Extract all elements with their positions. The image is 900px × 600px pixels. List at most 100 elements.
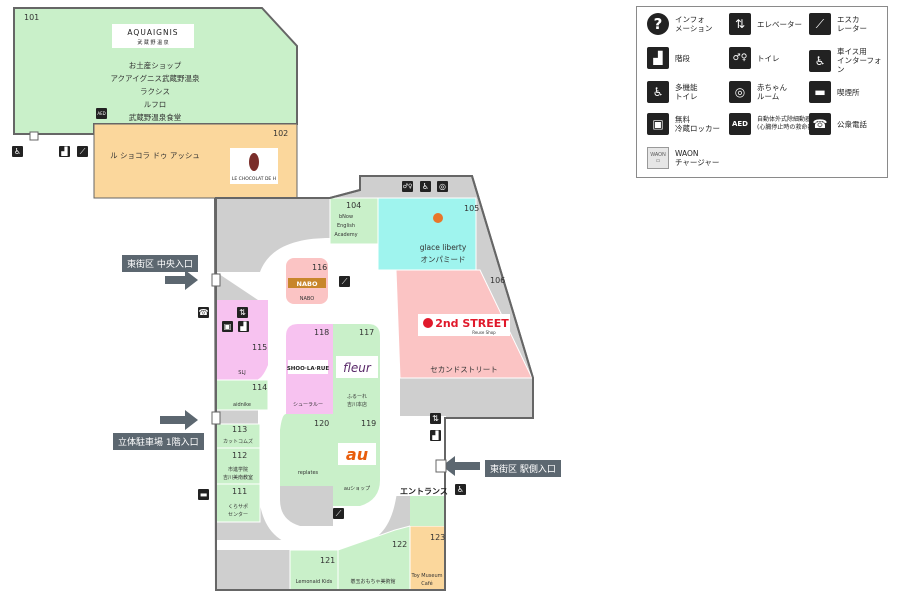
- stairs-icon: ▟: [647, 47, 669, 69]
- floor-map-svg: AQUAIGNIS 武 蔵 野 温 泉 LE CHOCOLAT DE H NAB…: [13, 7, 534, 591]
- legend-item-info: ? インフォ メーション: [647, 13, 712, 35]
- smoking-icon: ▬: [809, 81, 831, 103]
- store-111[interactable]: [215, 483, 261, 523]
- station-entrance-arrow: [442, 456, 480, 476]
- store-number: 105: [464, 204, 479, 213]
- store-name: ルフロ: [144, 100, 167, 109]
- entrance-label-parking[interactable]: 立体駐車場 1階入口: [113, 433, 204, 450]
- store-120[interactable]: [280, 414, 333, 486]
- svg-text:武 蔵 野 温 泉: 武 蔵 野 温 泉: [137, 39, 168, 46]
- entrance-area: [410, 496, 445, 526]
- store-name: 吉川美南教室: [223, 474, 253, 481]
- svg-text:Reuse Shop: Reuse Shop: [472, 330, 496, 335]
- legend-item-smoking: ▬ 喫煙所: [809, 81, 860, 103]
- store-name: SLJ: [238, 370, 245, 376]
- store-number: 104: [346, 201, 361, 210]
- baby-room-icon: ◎: [729, 81, 751, 103]
- legend-item-toilet: ♂♀ トイレ: [729, 47, 780, 69]
- legend-item-elevator: ⇅ エレベーター: [729, 13, 802, 35]
- store-105[interactable]: [377, 197, 477, 271]
- legend-item-aed: AED 自動体外式除細動器 (心臓停止時の救命器具): [729, 113, 822, 135]
- store-name: シューラルー: [293, 402, 323, 408]
- store-name: ふるーれ: [347, 394, 367, 400]
- stairs-icon: ▟: [430, 430, 441, 441]
- store-number: 116: [312, 263, 327, 272]
- store-number: 120: [314, 419, 329, 428]
- store-name: Lemonaid Kids: [296, 579, 333, 585]
- legend-item-stairs: ▟ 階段: [647, 47, 690, 69]
- au-logo: [338, 443, 376, 465]
- store-name: セカンドストリート: [430, 365, 498, 374]
- legend-panel: ? インフォ メーション ⇅ エレベーター ⟋ エスカ レーター ▟ 階段 ♂♀…: [636, 6, 888, 178]
- aed-icon: AED: [729, 113, 751, 135]
- toilet-icon: ♂♀: [402, 181, 413, 192]
- escalator-icon: ⟋: [333, 508, 344, 519]
- store-name: オンパミード: [421, 255, 466, 264]
- legend-item-escalator: ⟋ エスカ レーター: [809, 13, 867, 35]
- phone-icon: ☎: [809, 113, 831, 135]
- wheelchair-intercom-icon: ♿: [809, 49, 831, 72]
- store-number: 106: [490, 276, 505, 285]
- svg-text:SHOO·LA·RUE: SHOO·LA·RUE: [287, 366, 330, 372]
- legend-item-locker: ▣ 無料 冷蔵ロッカー: [647, 113, 720, 135]
- store-number: 102: [273, 129, 288, 138]
- store-name: Café: [421, 580, 432, 587]
- stairs-icon: ▟: [238, 321, 249, 332]
- escalator-icon: ⟋: [77, 146, 88, 157]
- store-name: 吉川本店: [347, 401, 367, 408]
- locker-icon: ▣: [647, 113, 669, 135]
- store-number: 115: [252, 343, 267, 352]
- elevator-icon: ⇅: [430, 413, 441, 424]
- store-name: glace liberty: [420, 243, 467, 252]
- store-name: English: [337, 223, 355, 229]
- waon-icon: WAON▭: [647, 147, 669, 169]
- escalator-icon: ⟋: [809, 13, 831, 35]
- legend-item-baby-room: ◎ 赤ちゃん ルーム: [729, 81, 787, 103]
- store-number: 117: [359, 328, 374, 337]
- aed-icon: AED: [96, 108, 107, 119]
- store-number: 123: [430, 533, 445, 542]
- info-icon: ?: [647, 13, 669, 35]
- store-121[interactable]: [289, 549, 339, 591]
- store-name: replates: [298, 470, 319, 476]
- store-name: aidnike: [233, 402, 251, 408]
- central-entrance-arrow: [165, 270, 198, 290]
- store-number: 111: [232, 487, 247, 496]
- fleur-logo: [336, 356, 378, 378]
- store-name: ラクシス: [140, 87, 170, 96]
- store-number: 112: [232, 451, 247, 460]
- svg-text:2nd STREET: 2nd STREET: [435, 317, 509, 330]
- wheelchair-intercom-icon: ♿: [12, 146, 23, 157]
- store-name: auショップ: [344, 486, 370, 492]
- svg-text:AQUAIGNIS: AQUAIGNIS: [127, 28, 178, 37]
- legend-item-waon: WAON▭ WAON チャージャー: [647, 147, 719, 169]
- store-number: 114: [252, 383, 267, 392]
- elevator-icon: ⇅: [729, 13, 751, 35]
- smoking-icon: ▬: [198, 489, 209, 500]
- escalator-icon: ⟋: [339, 276, 350, 287]
- svg-text:NABO: NABO: [297, 280, 318, 288]
- multipurpose-toilet-icon: ♿: [420, 181, 431, 192]
- entrance-label-central[interactable]: 東街区 中央入口: [122, 255, 198, 272]
- svg-text:fleur: fleur: [343, 361, 372, 375]
- store-115[interactable]: [216, 300, 268, 380]
- svg-text:au: au: [346, 445, 368, 464]
- store-number: 121: [320, 556, 335, 565]
- entrance-label-station[interactable]: 東街区 駅側入口: [485, 460, 561, 477]
- elevator-icon: ⇅: [237, 307, 248, 318]
- store-114[interactable]: [215, 379, 269, 411]
- aquaignis-logo: [112, 24, 194, 48]
- store-name: アクアイグニス武蔵野温泉: [110, 73, 200, 83]
- entrance-label-main: エントランス: [400, 487, 448, 496]
- legend-item-wheelchair-intercom: ♿ 車イス用 インターフォン: [809, 47, 887, 74]
- legend-item-multipurpose-toilet: ♿ 多機能 トイレ: [647, 81, 698, 103]
- store-name: Academy: [334, 232, 357, 238]
- legend-item-phone: ☎ 公衆電話: [809, 113, 867, 135]
- glace-logo: [433, 213, 443, 223]
- store-name: 碁玉おもちゃ美術館: [350, 578, 395, 585]
- store-name: 武蔵野温泉食堂: [129, 112, 182, 122]
- shoolarue-logo: [288, 360, 328, 374]
- store-104[interactable]: [329, 197, 379, 245]
- store-number: 118: [314, 328, 329, 337]
